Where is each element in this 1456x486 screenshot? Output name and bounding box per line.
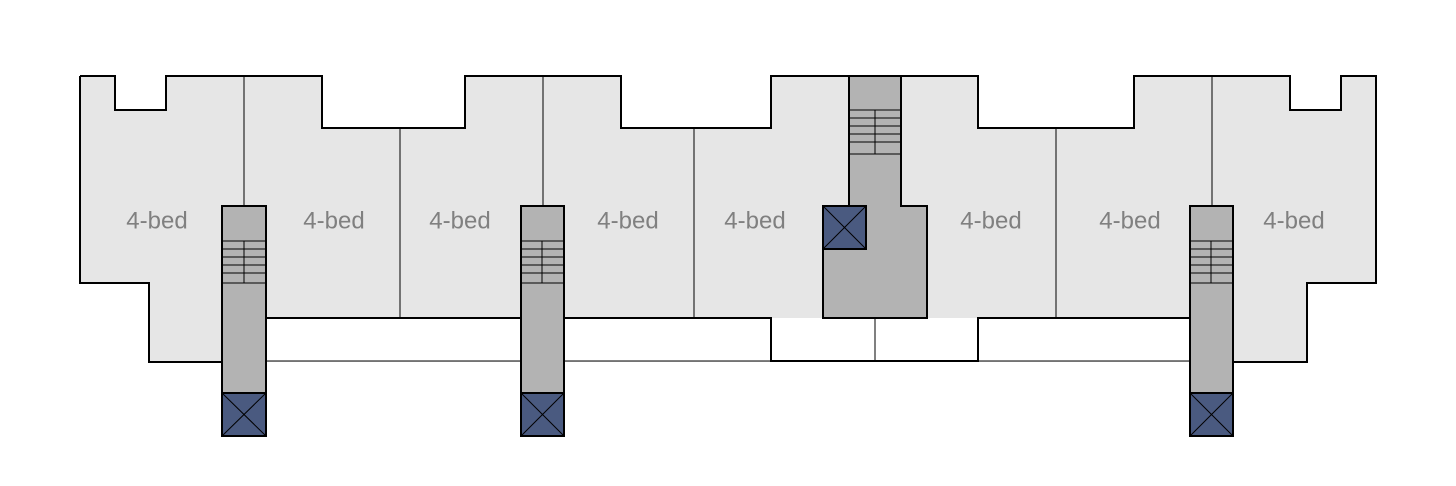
stair-icon	[521, 240, 564, 284]
unit-label-2: 4-bed	[303, 207, 364, 234]
elevator-icon	[221, 392, 267, 437]
corridor-right	[978, 318, 1190, 361]
stair-icon	[222, 240, 266, 284]
stair-icon	[849, 109, 901, 155]
elevator-icon	[1189, 392, 1234, 437]
elevator-icon	[822, 205, 867, 250]
elevator-icon	[520, 392, 565, 437]
core-3	[822, 75, 928, 319]
core-1	[221, 205, 267, 437]
unit-label-6: 4-bed	[960, 207, 1021, 234]
unit-label-1: 4-bed	[126, 207, 187, 234]
unit-label-4: 4-bed	[597, 207, 658, 234]
unit-label-7: 4-bed	[1099, 207, 1160, 234]
core-2	[520, 205, 565, 437]
unit-label-5: 4-bed	[724, 207, 785, 234]
corridor-left	[266, 318, 771, 361]
outer-wall-left	[79, 76, 222, 363]
stair-icon	[1190, 240, 1233, 284]
unit-label-8: 4-bed	[1263, 207, 1324, 234]
unit-label-3: 4-bed	[429, 207, 490, 234]
core-4	[1189, 205, 1234, 437]
building-floor-area	[80, 76, 1376, 362]
